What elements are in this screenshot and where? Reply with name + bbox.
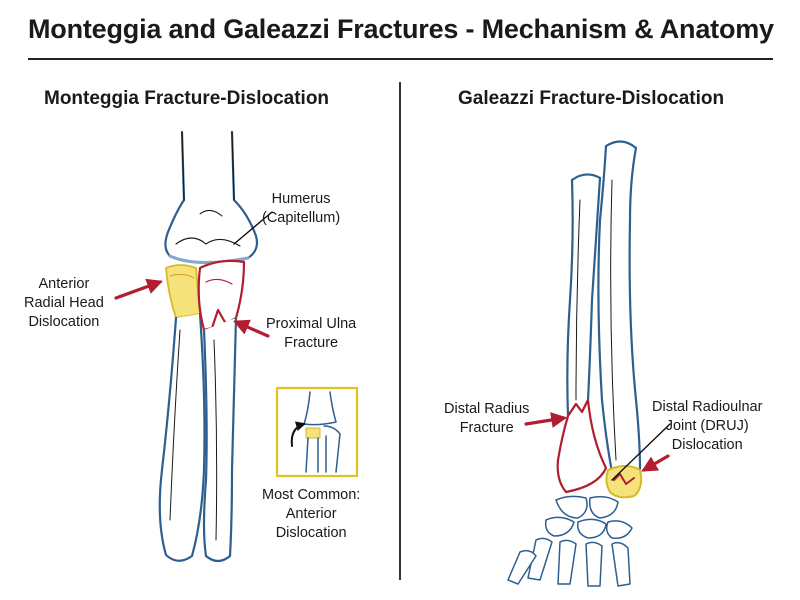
radial-head <box>165 264 201 319</box>
galeazzi-heading: Galeazzi Fracture-Dislocation <box>458 88 725 109</box>
title-underline <box>28 58 773 60</box>
monteggia-heading: Monteggia Fracture-Dislocation <box>44 88 330 109</box>
curved-arrow-icon <box>290 421 306 447</box>
radius-bone <box>158 312 206 562</box>
ulna-fracture-label: Proximal Ulna Fracture <box>266 316 357 351</box>
ulna-proximal-fracture <box>197 259 246 332</box>
page-title: Monteggia and Galeazzi Fractures - Mecha… <box>28 14 774 44</box>
inset-box <box>275 386 359 478</box>
arrow-icon <box>233 319 270 338</box>
arrow-icon <box>524 412 568 428</box>
druj-label: Distal Radioulnar Joint (DRUJ) Dislocati… <box>652 399 763 453</box>
arrow-icon <box>114 278 164 300</box>
arrow-icon <box>641 454 670 472</box>
galeazzi-ulna <box>597 140 642 474</box>
galeazzi-diagram <box>507 140 671 587</box>
galeazzi-radius-proximal <box>566 173 602 418</box>
radial-head-label: Anterior Radial Head Dislocation <box>24 276 104 330</box>
monteggia-diagram <box>114 130 359 563</box>
panel-divider <box>399 82 401 580</box>
humerus-bone <box>164 130 259 264</box>
wrist-carpals <box>507 495 633 587</box>
ulna-bone <box>202 316 238 563</box>
humerus-label: Humerus (Capitellum) <box>262 191 341 226</box>
inset-caption: Most Common: Anterior Dislocation <box>262 487 361 541</box>
radius-fracture-label: Distal Radius Fracture <box>444 401 530 436</box>
galeazzi-radius-distal <box>556 398 608 494</box>
